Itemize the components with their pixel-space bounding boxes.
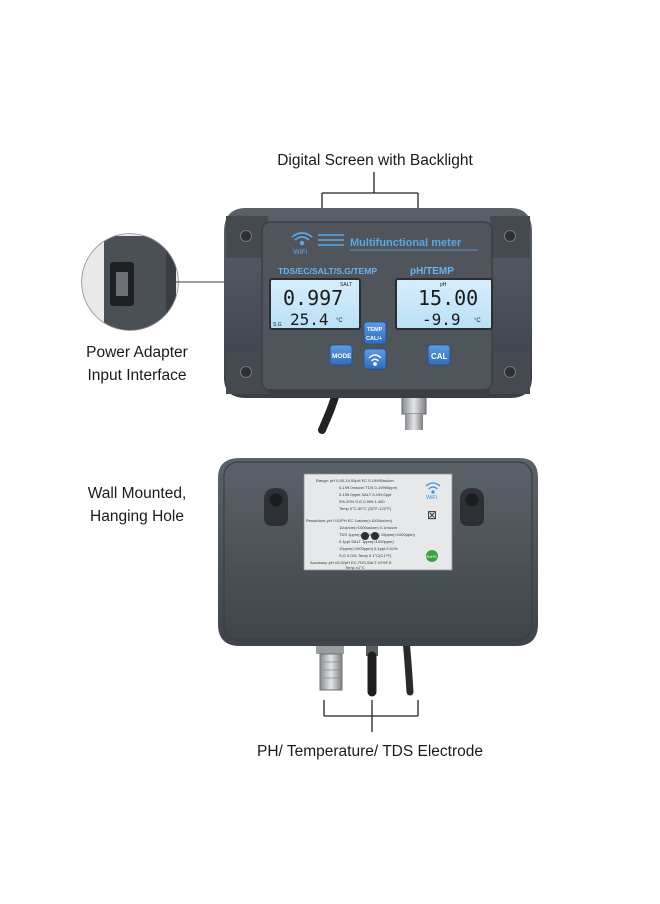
spec-row: Range: pH 0.00-14.00pH EC 0-19990us/cm <box>316 478 394 483</box>
spec-row: Temp 0°C-50°C (32°F-122°F) <box>339 506 392 511</box>
front-wifi-label: WiFi <box>293 249 307 256</box>
right-lcd: pH 15.00 -9.9 °C <box>395 278 493 330</box>
right-value-bottom: -9.9 <box>422 310 461 329</box>
wifi-icon <box>291 232 313 246</box>
screen-callout: Digital Screen with Backlight <box>277 152 473 169</box>
spec-rows: Range: pH 0.00-14.00pH EC 0-19990us/cm 0… <box>306 478 415 570</box>
temp-cal-button[interactable]: TEMP CAL/+ <box>363 321 387 345</box>
spec-row: 0-199.0ms/cm TDS 0-19990ppm <box>339 485 398 490</box>
electrode-callout-lines <box>323 700 419 732</box>
spec-row: 0.1ppt SALT 1ppm(<1000ppm) <box>339 539 394 544</box>
wall-mount-callout-line1: Wall Mounted, <box>87 485 187 502</box>
right-value-top: 15.00 <box>418 286 478 310</box>
left-value-bottom: 25.4 <box>290 310 329 329</box>
spec-row: S.G 0.001 Temp 0.1°C(0.1°F) <box>339 553 392 558</box>
spec-row: 0-199.0ppm SALT 0-199.0ppt <box>339 492 392 497</box>
spec-row: Resolution: pH 0.01PH EC 1us/cm(<1000us/… <box>306 518 393 523</box>
left-lcd: SALT 0.997 25.4 °C S.G <box>269 278 361 330</box>
spec-row: Accuracy: pH ±0.02pH EC,TDS,SALT ±2%F.S <box>310 560 392 565</box>
hanging-hole-left <box>264 488 288 526</box>
left-unit-tag: SALT <box>340 282 352 288</box>
electrode-callout: PH/ Temperature/ TDS Electrode <box>257 743 483 760</box>
wifi-button-icon <box>368 354 382 366</box>
front-device: WiFi Multifunctional meter TDS/EC/SALT/S… <box>224 208 532 434</box>
back-wifi-label: WiFi <box>426 495 437 501</box>
cal-button-label: CAL <box>431 352 448 361</box>
back-device: WiFi ⊠ RoHS Range: pH 0.00-14.00pH EC 0-… <box>218 458 538 697</box>
device-title: Multifunctional meter <box>350 237 462 249</box>
rohs-mark: RoHS <box>427 555 438 559</box>
hanging-hole-right <box>460 488 484 526</box>
wall-mount-callout-line2: Hanging Hole <box>90 508 184 525</box>
right-temp-unit: °C <box>474 318 481 324</box>
left-value-top: 0.997 <box>283 286 343 310</box>
mode-button-label: MODE <box>332 353 352 360</box>
wifi-button[interactable] <box>363 348 387 370</box>
right-display-header: pH/TEMP <box>410 266 454 277</box>
right-unit-tag: pH <box>440 282 447 288</box>
cal-button[interactable]: CAL <box>427 344 451 366</box>
back-wifi-icon <box>425 482 441 494</box>
spec-row: 10us/cm(>1000us/cm) 0.1ms/cm <box>339 525 398 530</box>
spec-row: Temp ±1°C <box>345 565 365 570</box>
weee-mark: ⊠ <box>427 508 437 522</box>
left-display-header: TDS/EC/SALT/S.G/TEMP <box>278 266 377 276</box>
electrode-connectors <box>316 636 414 697</box>
mode-button[interactable]: MODE <box>329 344 353 366</box>
temp-button-line1: TEMP <box>367 327 383 333</box>
left-side-tag: S.G <box>273 322 282 328</box>
temp-button-line2: CAL/+ <box>366 336 382 342</box>
power-adapter-zoom <box>81 233 224 331</box>
spec-row: TDS 1ppm(<1000ppm) 10ppm(>1000ppm) <box>339 532 415 537</box>
spec-row: 10ppm(>1000ppm) 0.1ppt 0.01% <box>339 546 398 551</box>
left-temp-unit: °C <box>336 318 343 324</box>
power-adapter-callout-line1: Power Adapter <box>86 344 188 361</box>
power-adapter-callout-line2: Input Interface <box>87 367 187 384</box>
spec-row: 0%-20% S.G 0.999-1.400 <box>339 499 385 504</box>
